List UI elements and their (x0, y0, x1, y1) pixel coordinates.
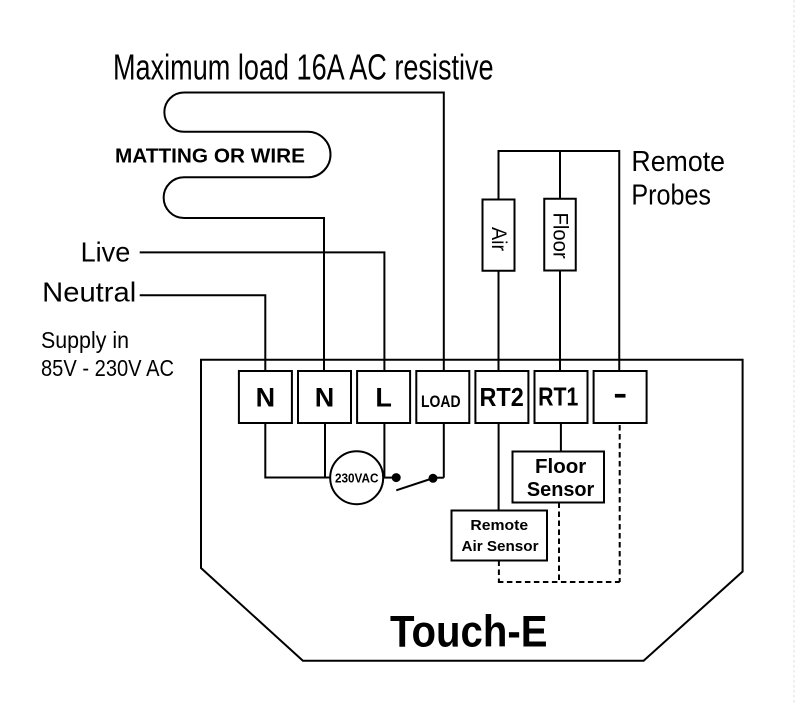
svg-text:Neutral: Neutral (42, 277, 136, 308)
svg-text:Remote: Remote (631, 146, 725, 178)
svg-text:Air Sensor: Air Sensor (462, 539, 539, 555)
svg-text:N: N (256, 382, 276, 412)
svg-text:N: N (315, 382, 335, 412)
svg-text:230VAC: 230VAC (335, 471, 379, 486)
svg-text:Live: Live (81, 236, 131, 267)
svg-text:Touch-E: Touch-E (390, 607, 548, 656)
svg-text:Floor: Floor (535, 455, 586, 478)
svg-text:LOAD: LOAD (421, 392, 461, 411)
svg-text:RT1: RT1 (538, 382, 578, 412)
svg-text:Air: Air (487, 227, 510, 251)
svg-text:Supply in: Supply in (41, 327, 129, 353)
svg-text:Floor: Floor (549, 212, 572, 258)
svg-text:Maximum load 16A AC resistive: Maximum load 16A AC resistive (113, 46, 494, 87)
svg-text:Probes: Probes (631, 179, 711, 211)
svg-text:RT2: RT2 (479, 382, 523, 412)
svg-text:85V - 230V AC: 85V - 230V AC (41, 355, 174, 381)
svg-text:Remote: Remote (470, 518, 528, 534)
svg-text:L: L (375, 382, 392, 412)
svg-text:Sensor: Sensor (527, 478, 594, 501)
svg-text:MATTING OR WIRE: MATTING OR WIRE (115, 145, 305, 168)
